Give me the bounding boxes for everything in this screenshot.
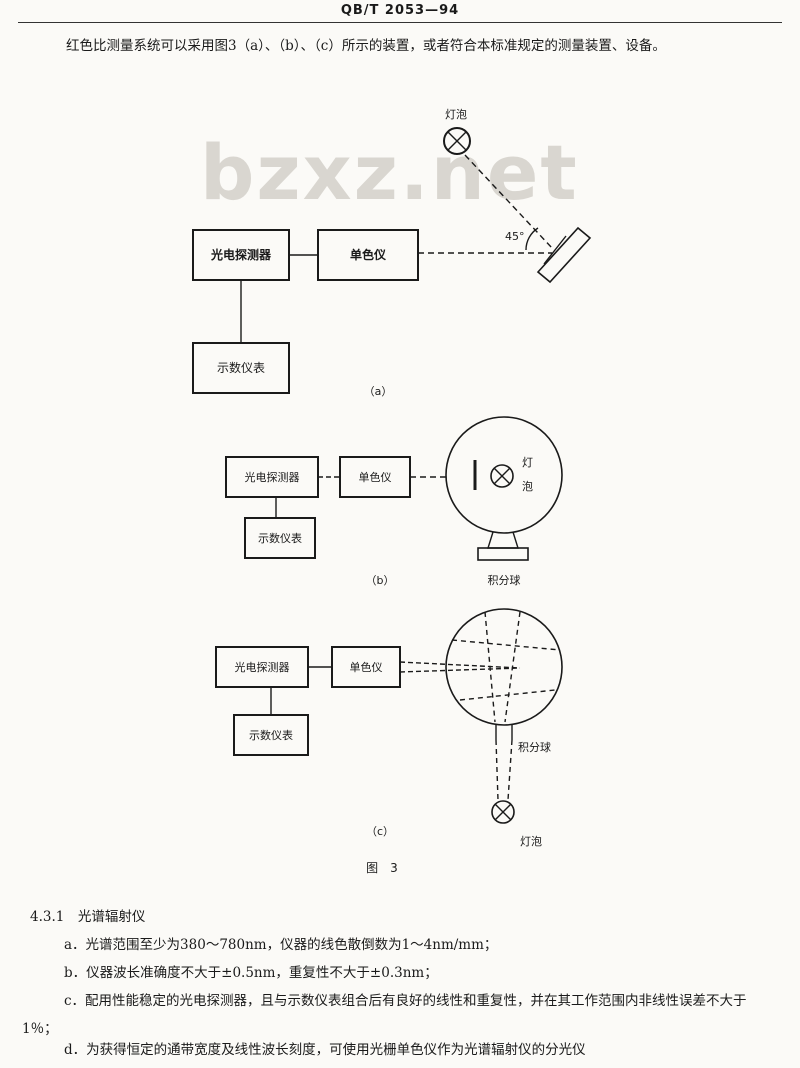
fig-a-beam-incident: [464, 154, 553, 249]
fig-b-lamp-cross-2: [493, 467, 511, 485]
fig-a-meter-label: 示数仪表: [217, 360, 265, 375]
fig-c-ray-4: [459, 689, 556, 701]
fig-c-mono-label: 单色仪: [350, 660, 383, 674]
fig-c-beam-2: [399, 667, 521, 673]
fig-b-stand-base: [477, 547, 529, 561]
fig-b-meter-box: [244, 517, 316, 559]
fig-c-beam-1: [399, 661, 521, 669]
fig-b-lamp-label-2: 泡: [522, 479, 533, 493]
fig-c-sphere-label: 积分球: [518, 740, 551, 754]
fig-c-caption: （c）: [366, 825, 394, 838]
spec-item-b: b．仪器波长准确度不大于±0.5nm，重复性不大于±0.3nm；: [64, 965, 438, 981]
fig-c-meter-label: 示数仪表: [249, 728, 293, 742]
intro-paragraph: 红色比测量系统可以采用图3（a）、（b）、（c）所示的装置，或者符合本标准规定的…: [66, 38, 666, 54]
section-title: 4.3.1 光谱辐射仪: [30, 909, 146, 925]
fig-a-mono-label: 单色仪: [350, 247, 387, 262]
fig-a-lamp-label: 灯泡: [445, 107, 467, 121]
fig-b-meter-label: 示数仪表: [258, 531, 302, 545]
fig-b-caption: （b）: [366, 574, 395, 587]
fig-b-sphere-label: 积分球: [488, 573, 521, 587]
spec-item-a: a．光谱范围至少为380～780nm，仪器的线色散倒数为1～4nm/mm；: [64, 937, 498, 953]
standard-code-header: QB/T 2053—94: [340, 3, 460, 18]
fig-c-ray-3: [451, 639, 561, 651]
watermark: bzxz.net: [200, 128, 579, 217]
fig-a-angle-arc: [525, 227, 539, 251]
fig-b-mono-label: 单色仪: [359, 470, 392, 484]
figure-title: 图 3: [366, 861, 398, 875]
fig-a-mirror-hatch: [543, 235, 567, 265]
fig-a-angle-label: 45°: [505, 230, 525, 243]
fig-c-integrating-sphere: [445, 608, 563, 726]
fig-b-integrating-sphere: [445, 416, 563, 534]
fig-c-detector-label: 光电探测器: [235, 660, 290, 674]
spec-item-d: d．为获得恒定的通带宽度及线性波长刻度，可使用光栅单色仪作为光谱辐射仪的分光仪: [64, 1042, 586, 1058]
fig-b-lamp-icon: [490, 464, 514, 488]
fig-a-lamp-icon: [443, 127, 471, 155]
fig-c-lamp-beam-1: [495, 739, 499, 801]
fig-b-lamp-label-1: 灯: [522, 456, 533, 469]
fig-a-caption: （a）: [364, 385, 393, 398]
header-rule: [18, 22, 782, 23]
fig-c-lamp-cross-2: [494, 803, 512, 821]
fig-a-lamp-cross-2: [447, 131, 467, 151]
fig-a-detector-label: 光电探测器: [210, 247, 272, 262]
fig-c-ray-2: [504, 611, 521, 723]
fig-c-lamp-beam-2: [507, 739, 513, 801]
fig-c-ray-1: [484, 611, 496, 723]
fig-c-lamp-label: 灯泡: [520, 834, 542, 848]
fig-c-lamp-icon: [491, 800, 515, 824]
fig-b-detector-label: 光电探测器: [245, 470, 300, 484]
fig-b-stand: [487, 531, 519, 549]
fig-a-mirror: [536, 226, 592, 284]
spec-item-c: c．配用性能稳定的光电探测器，且与示数仪表组合后有良好的线性和重复性，并在其工作…: [22, 993, 747, 1037]
